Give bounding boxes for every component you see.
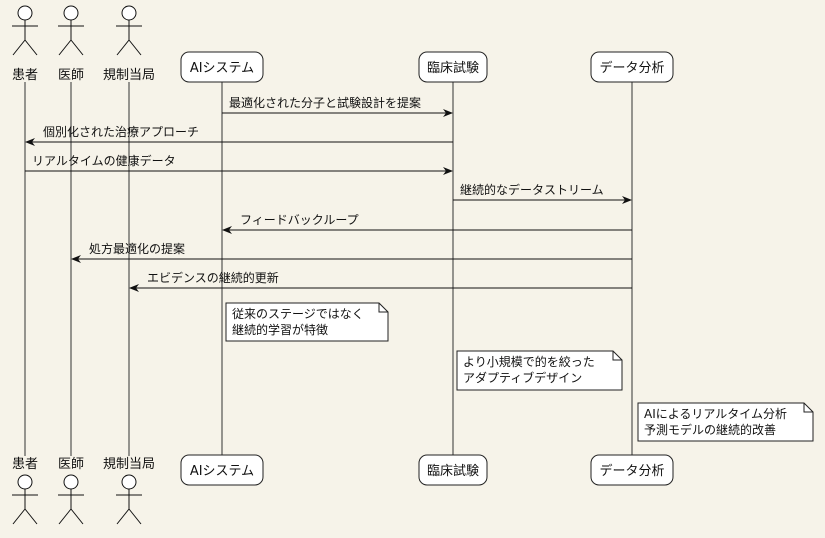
participant-ai-bottom: AIシステム (180, 454, 264, 486)
arrowhead-icon (25, 138, 35, 146)
note-line: より小規模で的を絞った (463, 354, 595, 369)
participant-box-ai (180, 454, 264, 486)
actor-regulator-bottom-icon (116, 474, 142, 525)
note-fold-icon (803, 403, 813, 413)
participant-ai-top: AIシステム (180, 51, 264, 83)
participant-analysis-bottom: データ分析 (590, 454, 674, 486)
arrowhead-icon (443, 167, 453, 175)
message-label: フィードバックループ (240, 213, 359, 227)
message-label: エビデンスの継続的更新 (147, 270, 279, 285)
participant-label-trial: 臨床試験 (427, 60, 479, 76)
arrowhead-icon (129, 284, 139, 292)
participant-patient-top: 患者 (12, 5, 38, 83)
participant-label-trial: 臨床試験 (427, 463, 479, 479)
message-3: リアルタイムの健康データ (25, 153, 453, 175)
participant-label-patient: 患者 (12, 68, 38, 83)
actor-physician-top-icon (58, 5, 84, 56)
participant-analysis-top: データ分析 (590, 51, 674, 83)
note-box (225, 302, 389, 342)
arrowhead-icon (622, 196, 632, 204)
participant-box-analysis (590, 454, 674, 486)
participant-label-analysis: データ分析 (599, 463, 664, 479)
participant-label-ai: AIシステム (190, 61, 254, 76)
actor-regulator-top-icon (116, 5, 142, 56)
message-4: 継続的なデータストリーム (453, 182, 632, 204)
actor-patient-top-icon (12, 5, 38, 56)
note-line: 予測モデルの継続的改善 (644, 422, 776, 437)
message-5: フィードバックループ (222, 213, 632, 234)
participant-box-trial (418, 454, 488, 486)
participant-label-regulator: 規制当局 (103, 68, 155, 83)
note-line: 継続的学習が特徴 (232, 322, 328, 337)
participant-regulator-top: 規制当局 (103, 5, 155, 83)
messages: 最適化された分子と試験設計を提案個別化された治療アプローチリアルタイムの健康デー… (25, 95, 632, 292)
message-label: 最適化された分子と試験設計を提案 (229, 95, 421, 110)
message-label: 処方最適化の提案 (89, 241, 185, 256)
note-line: AIによるリアルタイム分析 (644, 407, 787, 421)
lifelines (24, 82, 633, 456)
participant-label-ai: AIシステム (190, 464, 254, 479)
note-box (456, 350, 623, 391)
participant-trial-top: 臨床試験 (418, 51, 488, 83)
message-2: 個別化された治療アプローチ (25, 125, 453, 146)
participant-label-analysis: データ分析 (599, 60, 664, 76)
participant-label-regulator: 規制当局 (103, 457, 155, 472)
participant-label-patient: 患者 (12, 457, 38, 472)
participant-box-analysis (590, 51, 674, 83)
actor-patient-bottom-icon (12, 474, 38, 525)
participant-trial-bottom: 臨床試験 (418, 454, 488, 486)
note-fold-icon (612, 351, 622, 361)
arrowhead-icon (222, 226, 232, 234)
note-line: 従来のステージではなく (232, 307, 364, 321)
message-6: 処方最適化の提案 (71, 241, 632, 263)
participant-patient-bottom: 患者 (12, 457, 38, 525)
note-fold-icon (378, 303, 388, 313)
notes: 従来のステージではなく継続的学習が特徴より小規模で的を絞ったアダプティブデザイン… (225, 302, 814, 442)
message-label: 個別化された治療アプローチ (43, 125, 199, 139)
participant-label-physician: 医師 (58, 68, 84, 83)
message-label: リアルタイムの健康データ (32, 153, 176, 168)
note-line: アダプティブデザイン (463, 370, 582, 385)
participant-box-ai (180, 51, 264, 83)
participant-box-trial (418, 51, 488, 83)
message-label: 継続的なデータストリーム (460, 182, 604, 197)
participant-regulator-bottom: 規制当局 (103, 457, 155, 525)
message-1: 最適化された分子と試験設計を提案 (222, 95, 453, 117)
actor-physician-bottom-icon (58, 474, 84, 525)
participant-physician-bottom: 医師 (58, 457, 84, 525)
arrowhead-icon (71, 255, 81, 263)
participant-physician-top: 医師 (58, 5, 84, 83)
participant-label-physician: 医師 (58, 457, 84, 472)
message-7: エビデンスの継続的更新 (129, 270, 632, 292)
note-box (637, 402, 814, 442)
arrowhead-icon (443, 109, 453, 117)
participant-headers: 患者患者医師医師規制当局規制当局AIシステムAIシステム臨床試験臨床試験データ分… (12, 5, 674, 525)
